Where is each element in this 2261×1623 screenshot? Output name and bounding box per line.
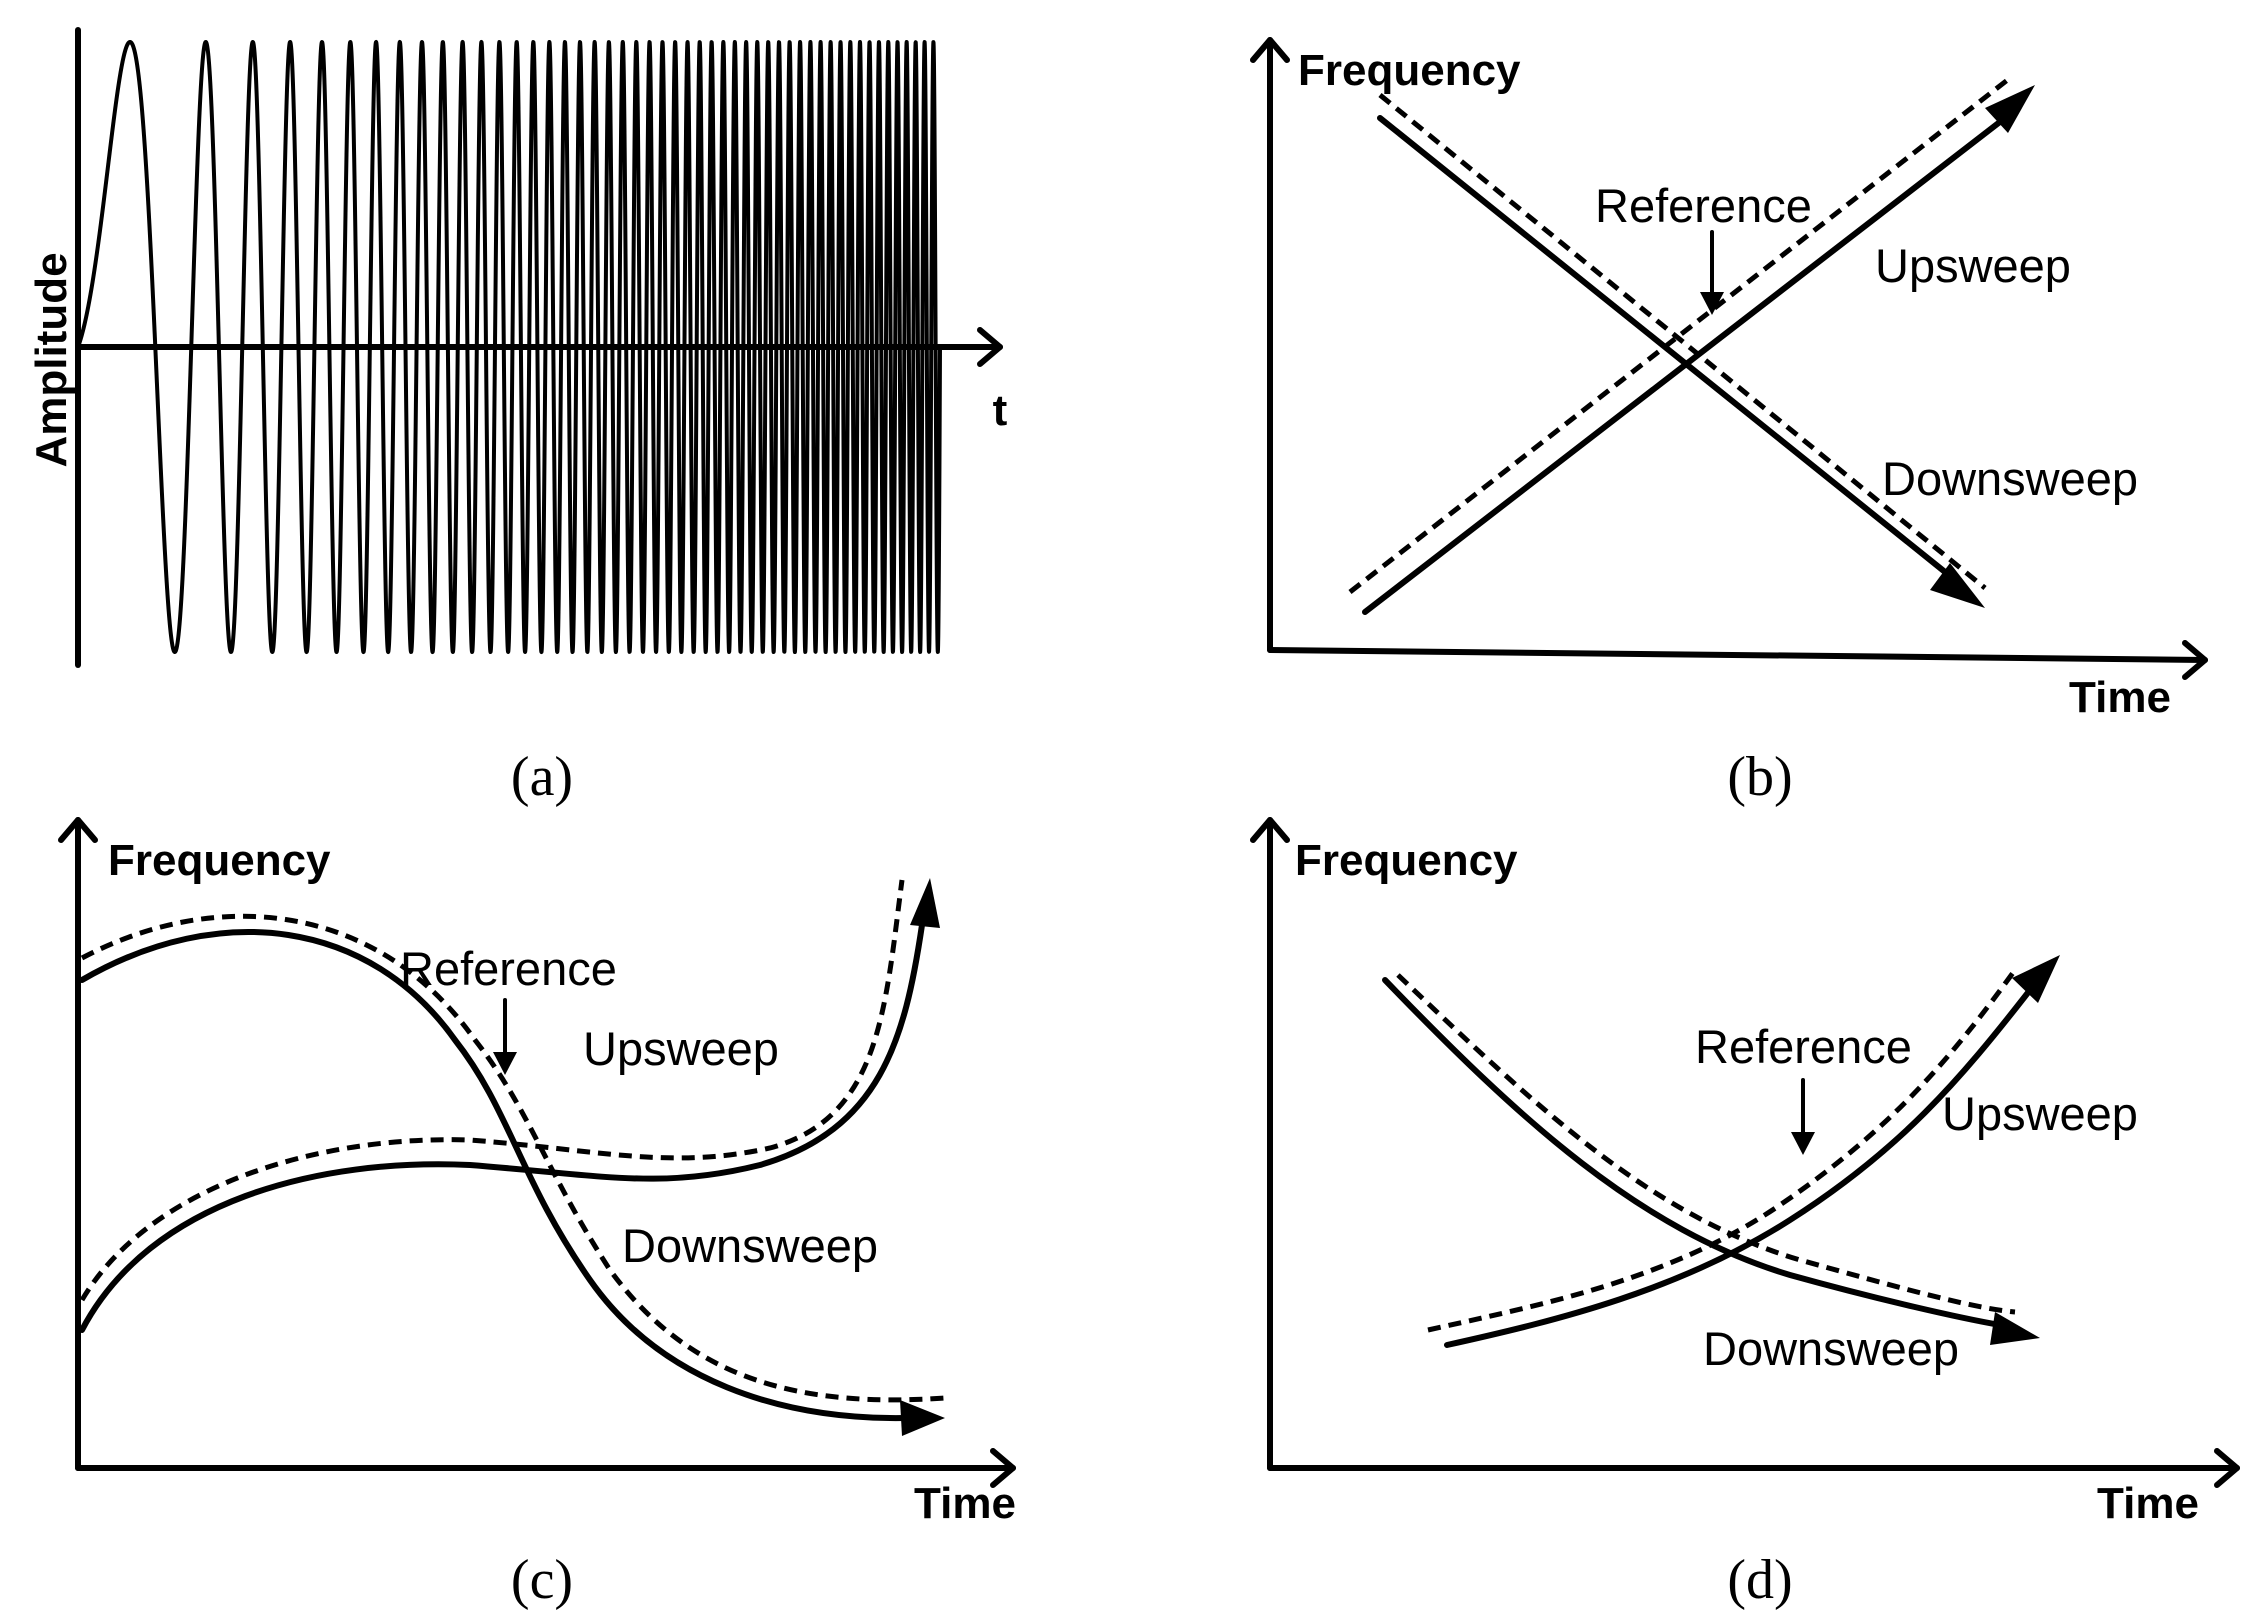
chirp-waveform (76, 40, 942, 654)
panel-b-downsweep-line (1377, 115, 1958, 583)
panel-b-xlabel: Time (2069, 673, 2171, 722)
panel-d-upsweep-curve (1444, 987, 2033, 1348)
panel-c-downsweep-reference (80, 913, 946, 1403)
panel-c-upsweep-curve (79, 922, 925, 1333)
panel-c: Frequency Time Reference Upsweep Downswe… (58, 817, 1016, 1611)
panel-d-caption: (d) (1727, 1549, 1792, 1611)
panel-b-reference-label: Reference (1595, 179, 1812, 232)
panel-d-upsweep-arrowhead (2012, 955, 2060, 1003)
panel-d-y-arrowhead (1250, 817, 1290, 843)
panel-c-y-arrowhead (58, 817, 98, 843)
panel-d-downsweep-arrowhead (1990, 1312, 2040, 1345)
panel-b-x-axis (1267, 647, 2208, 663)
panel-c-upsweep-label: Upsweep (583, 1022, 779, 1075)
panel-a-ylabel: Amplitude (27, 252, 76, 467)
panel-b-reference-pointer-head (1700, 292, 1724, 315)
panel-d-x-arrowhead (2214, 1448, 2240, 1488)
panel-c-upsweep-arrowhead (910, 878, 940, 928)
panel-c-downsweep-label: Downsweep (622, 1219, 878, 1272)
panel-a-xlabel: t (993, 386, 1008, 435)
panel-d: Frequency Time Reference Upsweep Downswe… (1250, 817, 2240, 1611)
panel-d-reference-label: Reference (1695, 1020, 1912, 1073)
panel-b-x-arrowhead (2182, 640, 2208, 680)
panel-b-y-arrowhead (1250, 37, 1290, 63)
panel-b-ylabel: Frequency (1298, 46, 1521, 95)
panel-b-upsweep-reference (1348, 76, 2012, 594)
panel-d-xlabel: Time (2097, 1479, 2199, 1528)
panel-a-caption: (a) (511, 746, 573, 808)
panel-b: Frequency Time Reference Upsweep Downswe… (1250, 37, 2208, 808)
panel-a-x-arrowhead (977, 327, 1003, 367)
panel-c-downsweep-arrowhead (900, 1400, 945, 1436)
panel-b-caption: (b) (1727, 746, 1792, 808)
panel-c-reference-pointer-head (493, 1052, 517, 1075)
panel-b-downsweep-arrowhead (1930, 563, 1985, 608)
panel-d-upsweep-label: Upsweep (1942, 1087, 2138, 1140)
panel-d-ylabel: Frequency (1295, 836, 1518, 885)
panel-d-upsweep-reference (1427, 968, 2018, 1333)
panel-c-upsweep-reference (79, 879, 905, 1302)
panel-c-ylabel: Frequency (108, 836, 331, 885)
panel-c-reference-label: Reference (400, 942, 617, 995)
panel-a: Amplitude t (a) (27, 27, 1008, 808)
panel-b-upsweep-label: Upsweep (1875, 239, 2071, 292)
panel-b-upsweep-arrowhead (1985, 85, 2035, 133)
panel-c-xlabel: Time (914, 1479, 1016, 1528)
panel-c-caption: (c) (511, 1549, 573, 1611)
panel-d-downsweep-label: Downsweep (1703, 1322, 1959, 1375)
panel-c-x-arrowhead (990, 1448, 1016, 1488)
panel-b-downsweep-reference (1378, 93, 1987, 590)
panel-d-reference-pointer-head (1791, 1132, 1815, 1155)
panel-b-downsweep-label: Downsweep (1882, 452, 2138, 505)
panel-c-downsweep-curve (79, 929, 908, 1422)
